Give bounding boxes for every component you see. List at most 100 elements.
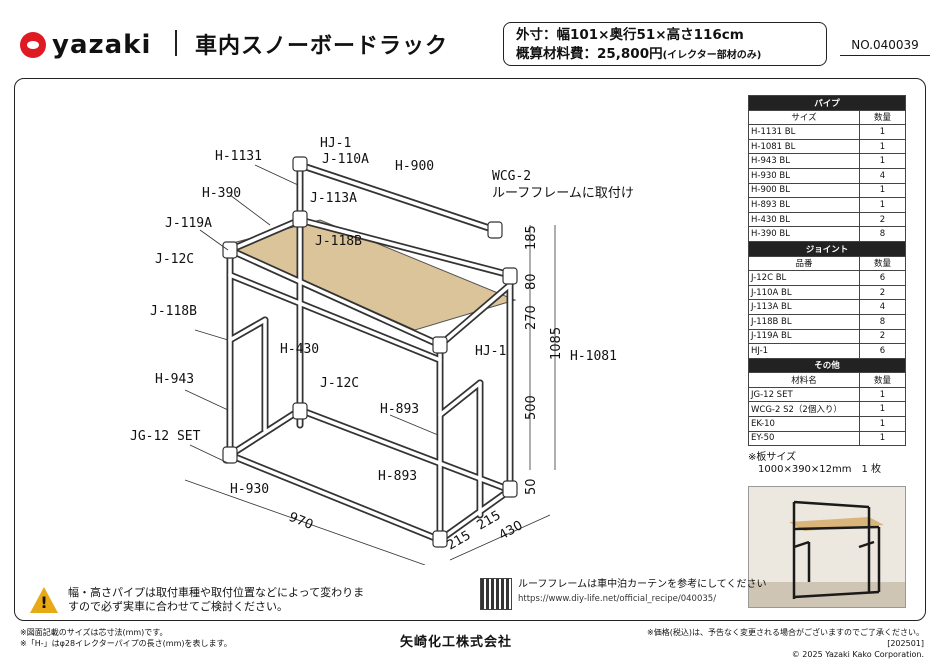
part-quantity: 1 [859,430,906,447]
part-name: JG-12 SET [748,386,860,403]
title-divider [175,30,177,56]
part-name: HJ-1 [748,343,860,359]
warning-text: 幅・高さパイプは取付車種や取付位置などによって変わりますので必ず実車に合わせてご… [68,586,365,613]
document-number: NO.040039 [840,38,930,56]
footer-note-1: ※図面記載のサイズは芯寸法(mm)です。 [20,628,168,637]
dim-80: 80 [524,273,539,290]
parts-column-label: 数量 [859,372,906,388]
price-note: ※価格(税込)は、予告なく変更される場合がございますのでご了承ください。[202… [647,628,924,648]
page-title: 車内スノーボードラック [195,34,449,59]
company-name: 矢崎化工株式会社 [400,635,513,650]
parts-column-header: サイズ数量 [748,109,906,126]
part-name: H-390 BL [748,226,860,242]
label-h893-low: H-893 [378,469,417,484]
parts-column-header: 品番数量 [748,255,906,272]
label-jg12-set: JG-12 SET [130,429,201,444]
part-quantity: 1 [859,386,906,403]
part-name: H-1081 BL [748,138,860,155]
part-name: EY-50 [748,430,860,447]
label-h900: H-900 [395,159,434,174]
part-quantity: 1 [859,182,906,199]
part-name: J-119A BL [748,328,860,345]
pipe-highlight [228,163,512,542]
label-h930: H-930 [230,482,269,497]
part-name: H-1131 BL [748,124,860,140]
part-quantity: 2 [859,328,906,345]
part-name: WCG-2 S2（2個入り） [748,401,860,418]
parts-row: WCG-2 S2（2個入り）1 [748,401,906,418]
plate-size-value: 1000×390×12mm 1 枚 [758,464,882,475]
warning-note: ! 幅・高さパイプは取付車種や取付位置などによって変わりますので必ず実車に合わせ… [30,586,368,614]
label-hj1-top: HJ-1 [320,136,351,151]
label-j12c-top: J-12C [155,252,194,267]
footer-notes: ※図面記載のサイズは芯寸法(mm)です。 ※「H-」はφ28イレクターパイプの長… [20,627,232,649]
parts-section-title: その他 [748,357,906,374]
label-j118b-side: J-118B [150,304,197,319]
part-quantity: 1 [859,416,906,432]
label-j118b-top: J-118B [315,234,362,249]
plate-size-title: ※板サイズ [748,452,797,463]
parts-column-header: 材料名数量 [748,372,906,388]
qr-code-icon[interactable] [480,578,512,610]
label-h430: H-430 [280,342,319,357]
part-name: J-118B BL [748,313,860,330]
part-name: H-930 BL [748,167,860,184]
part-quantity: 1 [859,197,906,213]
dim-970: 970 [287,510,316,533]
parts-section-title: ジョイント [748,240,906,257]
parts-section-header: パイプ [748,95,906,111]
joints [222,156,518,548]
label-j12c-mid: J-12C [320,376,359,391]
parts-column-label: 数量 [859,255,906,272]
part-quantity: 1 [859,138,906,155]
part-name: H-900 BL [748,182,860,199]
dim-500: 500 [524,395,539,420]
dim-185: 185 [524,225,539,250]
spec-cost-line: 概算材料費：25,800円(イレクター部材のみ) [516,45,814,65]
part-name: EK-10 [748,416,860,432]
part-quantity: 2 [859,284,906,301]
part-name: H-430 BL [748,211,860,228]
label-j113a: J-113A [310,191,357,206]
recipe-url-link[interactable]: https://www.diy-life.net/official_recipe… [518,594,717,604]
parts-column-label: サイズ [748,109,860,126]
label-hj1-side: HJ-1 [475,344,506,359]
label-h1081: H-1081 [570,349,617,364]
dim-1085: 1085 [549,327,564,360]
content-frame [14,78,926,621]
brand-name: yazaki [52,30,152,60]
parts-section-title: パイプ [748,95,906,111]
part-quantity: 8 [859,226,906,242]
label-j110a: J-110A [322,152,369,167]
logo-mark-icon [20,32,46,58]
part-name: J-113A BL [748,299,860,315]
photo-illustration [749,487,905,607]
dimension-lines [184,225,556,565]
part-name: J-110A BL [748,284,860,301]
recipe-reference: ルーフフレームは車中泊カーテンを参考にしてください https://www.di… [518,578,767,606]
recipe-text: ルーフフレームは車中泊カーテンを参考にしてください [518,579,767,590]
label-h893-mid: H-893 [380,402,419,417]
label-h943: H-943 [155,372,194,387]
dim-270: 270 [524,305,539,330]
parts-section-header: ジョイント [748,240,906,257]
parts-column-label: 数量 [859,109,906,126]
part-quantity: 4 [859,299,906,315]
part-quantity: 6 [859,270,906,286]
part-quantity: 1 [859,153,906,169]
